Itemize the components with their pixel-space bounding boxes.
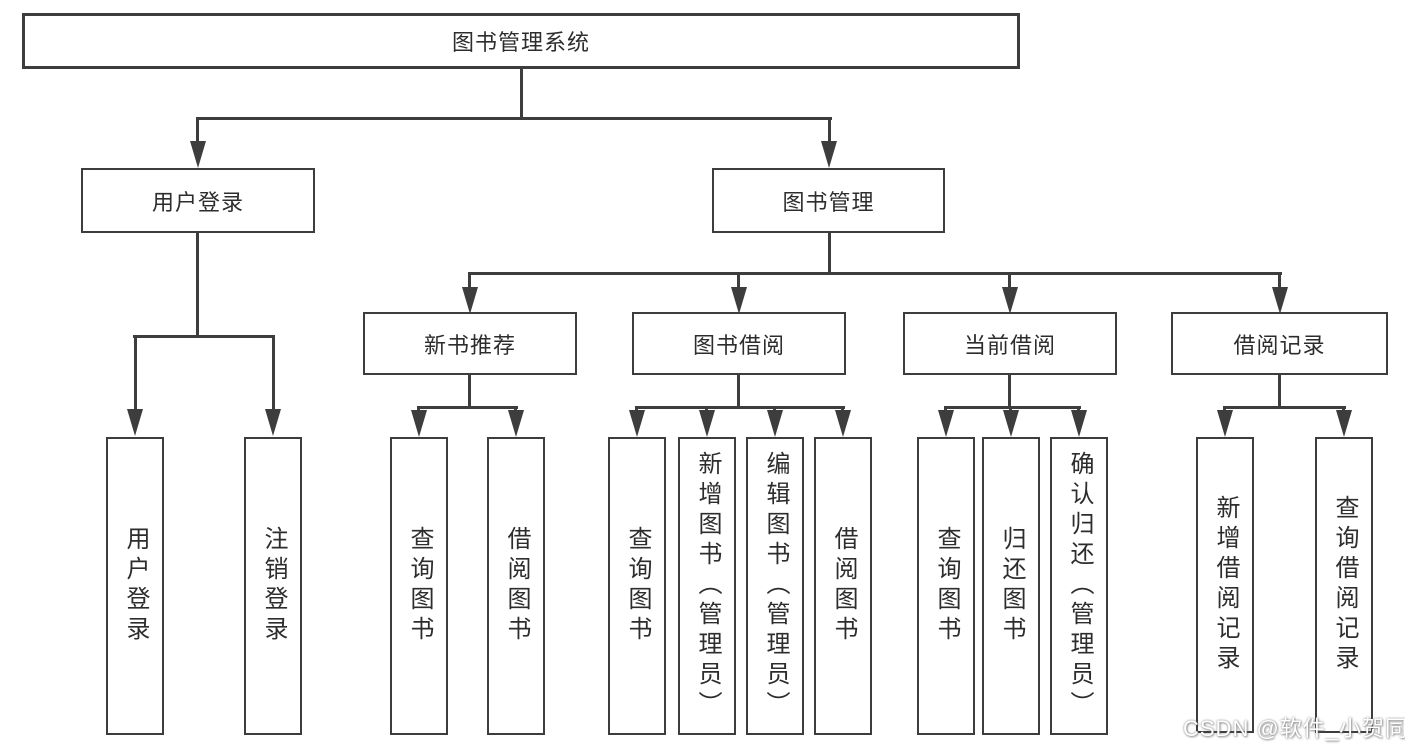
connector-level3-bar — [468, 272, 1282, 275]
leaf-logout: 注销登录 — [244, 437, 302, 735]
node-root-system: 图书管理系统 — [22, 13, 1020, 69]
leaf-query-books-borrowing: 查询图书 — [608, 437, 666, 735]
leaf-query-books-borrowing-label: 查询图书 — [624, 526, 651, 646]
connector-drop-leaf — [944, 406, 947, 412]
connector-borrowing-bar — [635, 406, 845, 409]
node-book-borrowing: 图书借阅 — [632, 312, 846, 375]
leaf-query-books-current-label: 查询图书 — [933, 526, 960, 646]
arrowhead-down-icon — [629, 410, 645, 437]
connector-root-trunk — [520, 68, 523, 118]
leaf-confirm-return-admin: 确认归还（管理员） — [1050, 437, 1108, 735]
arrowhead-down-icon — [1272, 287, 1288, 314]
connector-newbooks-trunk — [468, 375, 471, 408]
connector-drop-leaf — [417, 406, 420, 412]
arrowhead-down-icon — [1002, 287, 1018, 314]
arrowhead-down-icon — [835, 410, 851, 437]
arrowhead-down-icon — [699, 410, 715, 437]
leaf-add-borrow-record: 新增借阅记录 — [1196, 437, 1254, 733]
node-current-borrowing: 当前借阅 — [903, 312, 1117, 375]
node-borrow-records-label: 借阅记录 — [1233, 332, 1326, 358]
leaf-borrow-books-label: 借阅图书 — [830, 526, 857, 646]
connector-drop-leaf — [514, 406, 517, 412]
csdn-watermark: CSDN @软件_小贺同学 — [1183, 716, 1405, 741]
arrowhead-down-icon — [821, 141, 837, 168]
node-user-login-label: 用户登录 — [151, 189, 244, 215]
connector-drop-leaf — [705, 406, 708, 412]
leaf-query-books-recommend-label: 查询图书 — [406, 526, 433, 646]
arrowhead-down-icon — [508, 410, 524, 437]
connector-current-bar — [944, 406, 1081, 409]
node-new-book-recommend: 新书推荐 — [363, 312, 577, 375]
arrowhead-down-icon — [190, 141, 206, 168]
leaf-edit-books-admin: 编辑图书（管理员） — [746, 437, 804, 735]
node-user-login: 用户登录 — [81, 168, 315, 233]
connector-drop-leaf — [1009, 406, 1012, 412]
arrowhead-down-icon — [938, 410, 954, 437]
node-book-management-label: 图书管理 — [782, 189, 875, 215]
node-book-management: 图书管理 — [712, 168, 945, 233]
leaf-user-login: 用户登录 — [106, 437, 164, 735]
leaf-add-books-admin: 新增图书（管理员） — [678, 437, 736, 735]
connector-drop-leaf — [635, 406, 638, 412]
leaf-query-borrow-record-label: 查询借阅记录 — [1331, 495, 1358, 675]
connector-records-trunk — [1278, 375, 1281, 408]
arrowhead-down-icon — [1071, 410, 1087, 437]
connector-drop-leaf — [1342, 406, 1345, 412]
arrowhead-down-icon — [127, 409, 143, 436]
leaf-query-books-recommend: 查询图书 — [390, 437, 448, 735]
node-book-borrowing-label: 图书借阅 — [692, 332, 785, 358]
leaf-add-books-admin-label: 新增图书（管理员） — [694, 451, 721, 721]
node-root-label: 图书管理系统 — [451, 30, 590, 55]
arrowhead-down-icon — [767, 410, 783, 437]
leaf-return-books-label: 归还图书 — [998, 526, 1025, 646]
connector-records-bar — [1223, 406, 1346, 409]
node-new-book-recommend-label: 新书推荐 — [423, 332, 516, 358]
connector-drop-current — [1008, 272, 1011, 289]
leaf-user-login-label: 用户登录 — [122, 526, 149, 646]
connector-drop-leaf — [1077, 406, 1080, 412]
connector-drop-book-mgmt — [828, 117, 831, 143]
connector-drop-leaf — [134, 335, 137, 411]
connector-bookmgmt-trunk — [828, 233, 831, 274]
leaf-borrow-books-recommend-label: 借阅图书 — [503, 526, 530, 646]
leaf-query-books-current: 查询图书 — [917, 437, 975, 735]
connector-userlogin-trunk — [196, 232, 199, 337]
connector-drop-newbooks — [468, 272, 471, 289]
arrowhead-down-icon — [265, 409, 281, 436]
arrowhead-down-icon — [1336, 410, 1352, 437]
connector-drop-leaf — [272, 335, 275, 411]
arrowhead-down-icon — [462, 287, 478, 314]
connector-drop-user-login — [196, 117, 199, 143]
connector-drop-records — [1278, 272, 1281, 289]
leaf-borrow-books-recommend: 借阅图书 — [487, 437, 545, 735]
arrowhead-down-icon — [731, 287, 747, 314]
connector-newbooks-bar — [417, 406, 518, 409]
connector-drop-leaf — [773, 406, 776, 412]
arrowhead-down-icon — [411, 410, 427, 437]
leaf-edit-books-admin-label: 编辑图书（管理员） — [762, 451, 789, 721]
node-borrow-records: 借阅记录 — [1171, 312, 1388, 375]
node-current-borrowing-label: 当前借阅 — [963, 332, 1056, 358]
connector-level2-bar — [197, 117, 832, 120]
connector-borrowing-trunk — [737, 375, 740, 408]
leaf-query-borrow-record: 查询借阅记录 — [1315, 437, 1373, 733]
leaf-add-borrow-record-label: 新增借阅记录 — [1212, 495, 1239, 675]
connector-drop-leaf — [1223, 406, 1226, 412]
leaf-return-books: 归还图书 — [982, 437, 1040, 735]
connector-drop-leaf — [841, 406, 844, 412]
leaf-confirm-return-admin-label: 确认归还（管理员） — [1066, 451, 1093, 721]
leaf-borrow-books: 借阅图书 — [814, 437, 872, 735]
arrowhead-down-icon — [1217, 410, 1233, 437]
connector-drop-borrowing — [737, 272, 740, 289]
leaf-logout-label: 注销登录 — [260, 526, 287, 646]
connector-current-trunk — [1008, 375, 1011, 408]
connector-userlogin-bar — [133, 335, 274, 338]
arrowhead-down-icon — [1003, 410, 1019, 437]
